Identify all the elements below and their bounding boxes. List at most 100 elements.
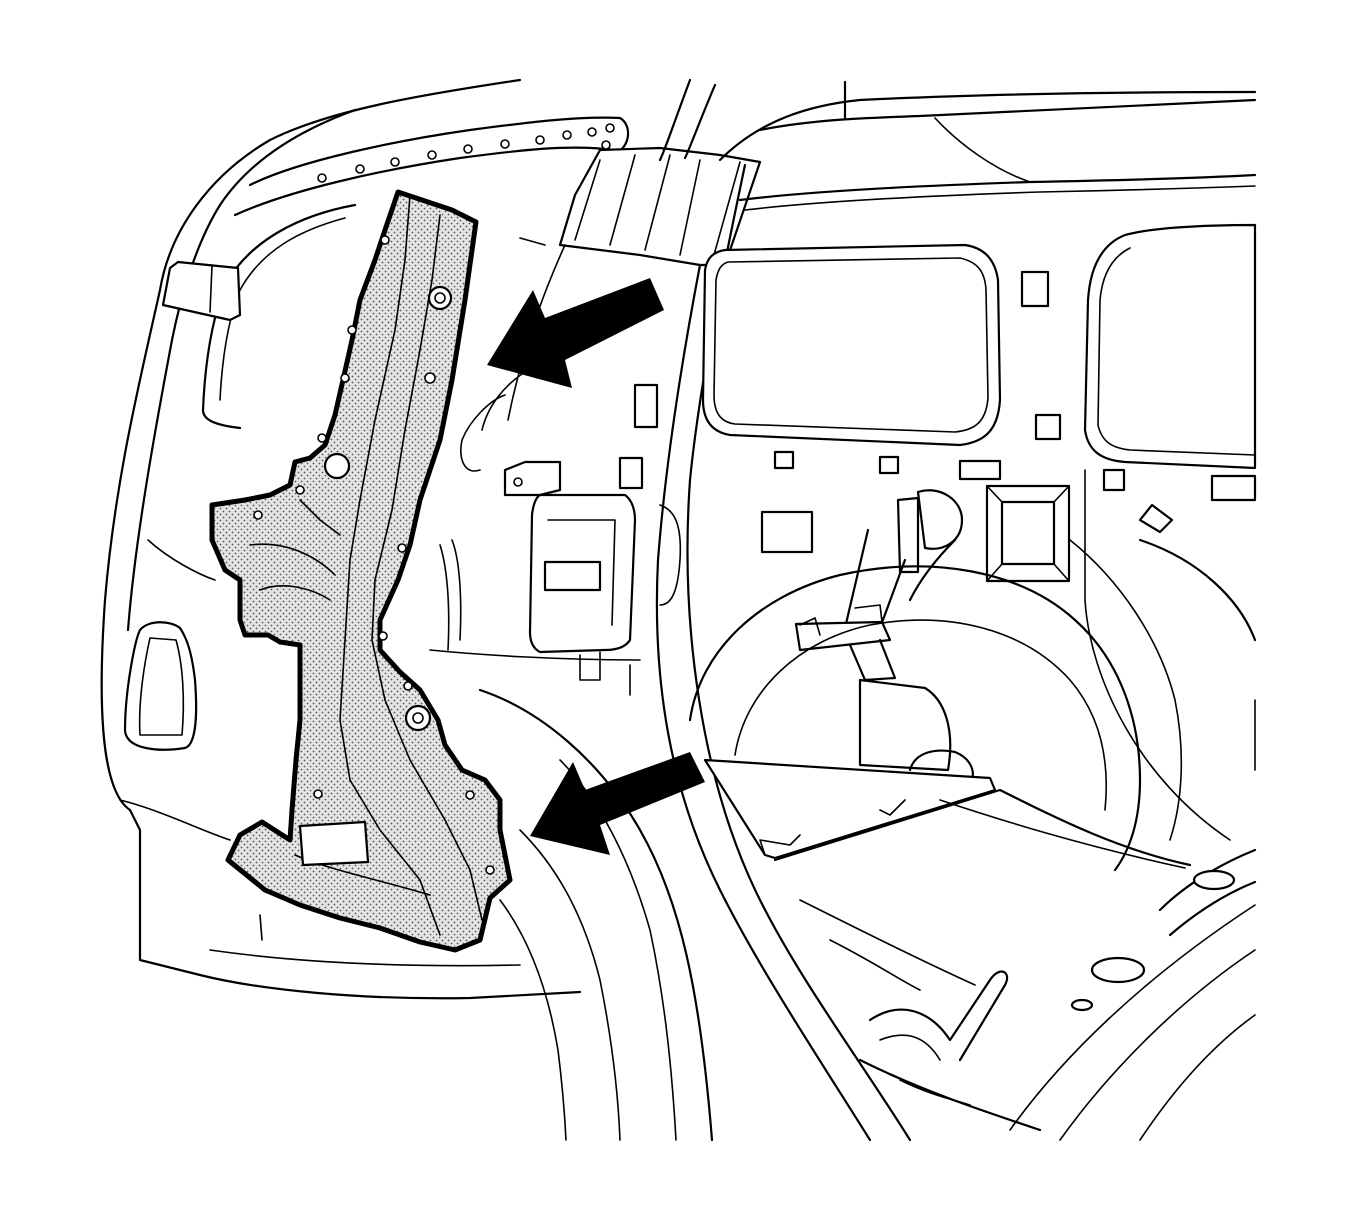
rail-hole	[587, 127, 597, 137]
right-sill-3	[1009, 904, 1256, 1131]
left-lower-trim-inner	[138, 637, 185, 736]
roof-line-6	[934, 117, 1031, 183]
module-label-area	[543, 560, 602, 592]
roof-line-3	[758, 98, 1257, 132]
wall-square-cutout	[773, 450, 795, 470]
sill-slot	[1070, 998, 1094, 1012]
cargo-floor-line-3	[939, 799, 1186, 869]
seatbelt-strap	[843, 528, 957, 630]
panel-hole	[313, 789, 323, 799]
highlighted-panel-body	[209, 189, 513, 953]
panel-hole	[317, 433, 327, 443]
inner-wall-curve-1	[460, 394, 506, 472]
module-box-inner	[547, 519, 616, 626]
rail-hole	[500, 139, 510, 149]
cargo-floor-line-5	[829, 939, 921, 991]
fastener-nut-core	[434, 292, 446, 304]
panel-hole	[347, 325, 357, 335]
upper-left-bracket	[161, 260, 242, 322]
cargo-trough-inner	[879, 1034, 941, 1061]
rail-hole	[390, 157, 400, 167]
right-sill-4	[1059, 949, 1256, 1141]
arrow-pointer-lower	[530, 752, 705, 855]
pillar-handle	[659, 504, 682, 606]
panel-hole	[253, 510, 263, 520]
outer-body-contour	[100, 78, 522, 977]
inner-wall-curve-3	[519, 237, 546, 246]
panel-hole	[380, 235, 390, 245]
roof-line-5	[744, 185, 1256, 211]
left-wall-line-3	[259, 914, 263, 941]
floor-edge-left-inner	[209, 949, 521, 967]
panel-hole	[397, 543, 407, 553]
rear-quarter-window-right-inner	[1097, 247, 1256, 456]
pillar-strap-line-5	[711, 161, 741, 263]
cargo-floor-line-2	[879, 799, 906, 816]
panel-hole	[340, 373, 350, 383]
highlighted-panel	[209, 189, 513, 953]
left-body-structure	[100, 78, 630, 1000]
roof-rail-outer	[248, 116, 630, 187]
rear-quarter-window-right	[1083, 223, 1257, 470]
retractor-round	[916, 489, 964, 550]
cargo-floor-line-1	[759, 834, 801, 856]
arrow-pointer-icon	[487, 278, 664, 388]
pillar-strap-top	[558, 146, 762, 267]
panel-hole	[378, 631, 388, 641]
right-cargo-structure	[688, 80, 1257, 1141]
cargo-floor-plate	[703, 758, 997, 860]
panel-hole	[485, 865, 495, 875]
rail-hole	[463, 144, 473, 154]
cargo-floor-edge	[773, 788, 1192, 867]
retractor-bracket	[896, 496, 920, 574]
vertical-trim-1	[451, 539, 462, 641]
right-sill-5	[1139, 1014, 1256, 1141]
recessed-box-bevels	[986, 485, 1070, 582]
roof-rail-holes	[317, 123, 615, 183]
sill-slot	[1192, 869, 1236, 891]
upper-left-bracket-line	[209, 265, 213, 313]
wheelhouse-outer	[688, 565, 1142, 872]
left-wall-line-1	[147, 539, 216, 581]
wall-slot	[618, 456, 644, 490]
left-wall-line-2	[119, 799, 231, 841]
wall-square-cutout	[1210, 474, 1257, 502]
panel-hole	[295, 485, 305, 495]
cargo-floor-front-2	[899, 1079, 971, 1106]
wall-square-cutout	[1034, 413, 1062, 441]
panel-fasteners	[253, 235, 495, 875]
wheelhouse-inner	[734, 619, 1108, 811]
wall-square-cutout	[760, 510, 814, 554]
cargo-floor-front	[858, 1058, 1042, 1132]
panel-hole	[403, 681, 413, 691]
wheel-arch-inner-3	[499, 899, 567, 1141]
pillar-strap-line-4	[679, 159, 701, 256]
right-wall-bolt	[1138, 503, 1174, 534]
pillar-edge-1	[658, 78, 692, 162]
panel-contour-a	[339, 194, 441, 936]
roof-line-2	[718, 90, 1257, 162]
panel-hole	[465, 790, 475, 800]
rail-hole	[427, 150, 437, 160]
sill-slot	[1090, 956, 1146, 984]
panel-contour-b	[371, 214, 483, 921]
rear-quarter-window-left-inner	[713, 257, 989, 433]
recessed-box-inner	[1000, 500, 1056, 566]
seatbelt-buckle-tab	[799, 604, 883, 636]
cargo-floor-line-4	[799, 899, 976, 986]
rail-hole	[535, 135, 545, 145]
floor-edge-left	[198, 973, 582, 1000]
roof-line-4	[738, 173, 1257, 202]
wall-square-cutout	[958, 459, 1002, 481]
pillar-strap-line-3	[644, 154, 671, 251]
wall-square-cutout	[1102, 468, 1126, 492]
rail-hole	[605, 123, 615, 133]
wheelhouse-knob	[908, 749, 974, 782]
rail-hole	[317, 173, 327, 183]
seatbelt-lower	[848, 638, 897, 682]
wall-slot	[633, 383, 659, 429]
pillar-strap-line-1	[574, 159, 601, 241]
inner-wall-tab	[503, 460, 562, 497]
wheel-arch-outer	[478, 688, 714, 1142]
